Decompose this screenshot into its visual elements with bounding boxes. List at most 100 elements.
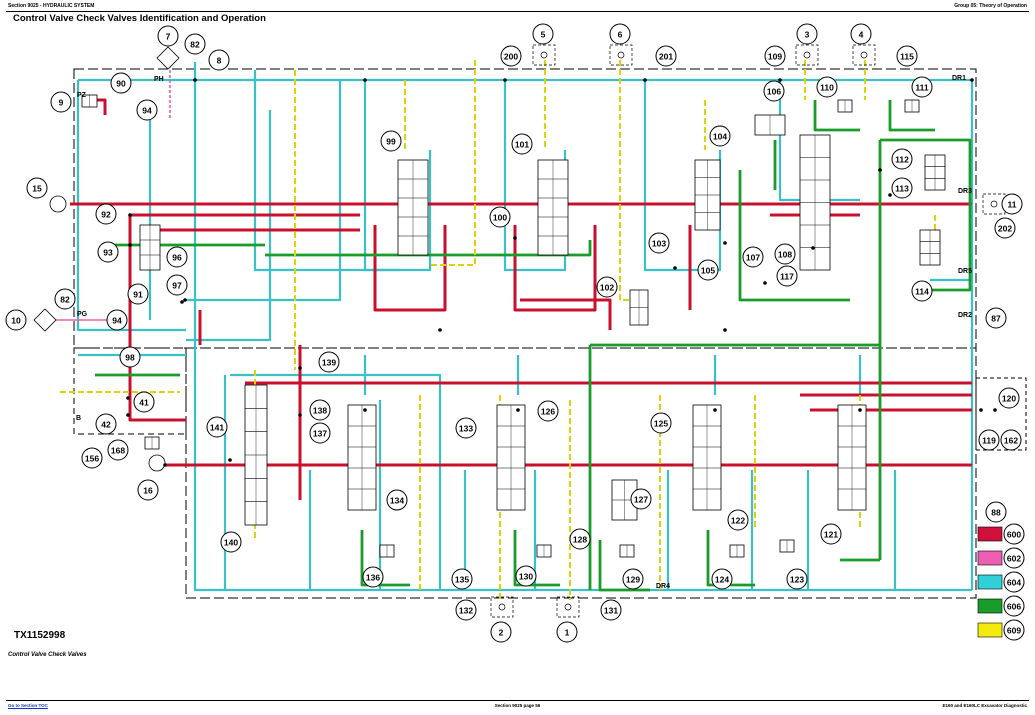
callout-94: 94 [106,309,128,331]
callout-101: 101 [511,133,533,155]
callout-104: 104 [709,125,731,147]
junction-dot [979,408,983,412]
port-label-dr3: DR3 [958,188,972,195]
junction-dot [163,463,167,467]
port-label-b: B [76,415,81,422]
callout-number: 112 [895,155,909,165]
check-5 [532,44,556,66]
callout-number: 99 [386,137,396,147]
callout-number: 123 [790,575,804,585]
callout-121: 121 [820,523,842,545]
page-number: Section 9025 page 56 [494,703,541,708]
callout-number: 132 [459,606,473,616]
callout-number: 110 [820,83,834,93]
callout-number: 168 [111,446,125,456]
legend-code: 606 [1007,602,1021,612]
callout-90: 90 [110,72,132,94]
header-section: Section 9025 - HYDRAULIC SYSTEM [8,3,95,9]
callout-number: 105 [701,266,715,276]
callout-129: 129 [622,568,644,590]
port-label-ph: PH [154,76,164,83]
junction-dot [503,78,507,82]
callout-number: 93 [103,248,113,258]
motor-16 [148,454,166,472]
callout-156: 156 [81,447,103,469]
legend-callout-602: 602 [1003,547,1025,569]
toc-link[interactable]: Go to Section TOC [8,703,48,708]
junction-dot [763,281,767,285]
callout-124: 124 [711,568,733,590]
junction-dot [183,298,187,302]
junction-dot [180,300,184,304]
manual-title: E160 and E160LC Excavator Diagnostic [942,703,1027,708]
legend-swatch-606 [977,598,1003,614]
port-label-dr2: DR2 [958,312,972,319]
callout-168: 168 [107,439,129,461]
callout-122: 122 [727,509,749,531]
work-130 [513,530,560,587]
work-110 [813,100,860,132]
callout-number: 90 [116,79,126,89]
callout-94: 94 [136,99,158,121]
callout-number: 10 [11,316,21,326]
callout-number: 106 [767,87,781,97]
junction-dot [516,408,520,412]
callout-number: 128 [573,535,587,545]
callout-82: 82 [54,288,76,310]
callout-135: 135 [451,568,473,590]
junction-dot [363,78,367,82]
callout-111: 111 [911,76,933,98]
callout-number: 2 [499,628,504,638]
junction-dot [298,366,302,370]
callout-97: 97 [166,274,188,296]
callout-number: 109 [768,52,782,62]
callout-number: 1 [565,628,570,638]
callout-93: 93 [97,241,119,263]
legend-callout-604: 604 [1003,571,1025,593]
callout-number: 3 [805,30,810,40]
callout-120: 120 [998,387,1020,409]
junction-dot [643,78,647,82]
callout-110: 110 [816,76,838,98]
junction-dot [128,213,132,217]
junction-dot [858,408,862,412]
junction-dot [126,396,130,400]
legend-callout-609: 609 [1003,619,1025,641]
callout-125: 125 [650,412,672,434]
callout-91: 91 [127,283,149,305]
callout-number: 103 [652,239,666,249]
callout-138: 138 [309,399,331,421]
callout-136: 136 [362,566,384,588]
legend-swatch-604 [977,574,1003,590]
callout-number: 117 [780,272,794,282]
header-divider [6,11,1029,12]
callout-106: 106 [763,80,785,102]
callout-134: 134 [386,489,408,511]
junction-dot [970,78,974,82]
pressure-101-loop [513,225,597,312]
callout-41: 41 [133,391,155,413]
callout-5: 5 [532,23,554,45]
callout-131: 131 [600,599,622,621]
callout-103: 103 [648,232,670,254]
junction-dot [673,266,677,270]
callout-number: 104 [713,132,727,142]
figure-caption: Control Valve Check Valves [8,652,87,658]
legend-callout-606: 606 [1003,595,1025,617]
callout-number: 115 [900,52,914,62]
callout-1: 1 [556,621,578,643]
callout-number: 119 [982,436,996,446]
callout-3: 3 [796,23,818,45]
callout-number: 135 [455,575,469,585]
work-136 [360,530,410,587]
return-pilot-c [186,110,272,342]
filter-7 [156,46,180,70]
callout-number: 138 [313,406,327,416]
check-2 [490,596,514,618]
callout-number: 141 [210,423,224,433]
filter-10 [33,308,57,332]
work-right [880,138,972,292]
gauge-15 [49,195,67,213]
signal-5 [430,60,476,266]
